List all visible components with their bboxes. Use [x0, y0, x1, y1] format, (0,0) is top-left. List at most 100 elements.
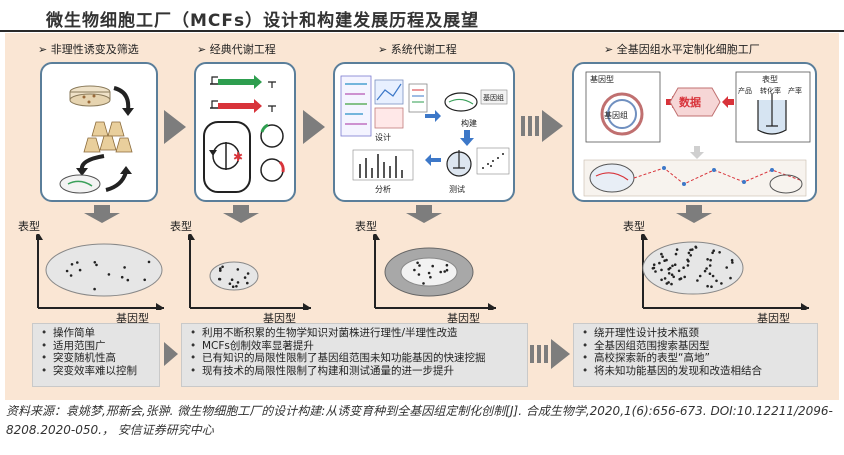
label-genome-map: 基因组 [604, 110, 628, 120]
scatter-dot [427, 271, 431, 275]
scatter-dot [218, 277, 222, 281]
scatter-dot [689, 254, 692, 257]
scatter-dot [682, 266, 685, 269]
label-build: 构建 [461, 118, 477, 128]
scatter-dot [672, 275, 675, 279]
dbtl-cycle-illustration: 设计 基因组 构建 测试 分析 [340, 75, 510, 194]
down-arrow-1 [84, 205, 120, 223]
scatter-dot [725, 266, 728, 269]
scatter-dot [417, 273, 421, 276]
scatter-dot [445, 268, 449, 272]
scatter-dot [422, 282, 425, 285]
scatter-dot [652, 266, 656, 270]
summary1-item: 适用范围广 [41, 340, 153, 353]
scatter-dot [686, 258, 689, 262]
summary2-item: 利用不断积累的生物学知识对菌株进行理性/半理性改造 [190, 327, 521, 340]
scatter-dot [78, 268, 82, 272]
label-analysis: 分析 [375, 184, 391, 194]
scatter-dot [696, 279, 699, 282]
summary2-item: MCFs创制效率显著提升 [190, 340, 521, 353]
scatter-dot [703, 269, 707, 273]
scatter-dot [445, 263, 449, 267]
scatter-dot [720, 282, 723, 285]
scatter-dot [670, 273, 674, 276]
summary-arrow-1 [164, 342, 178, 366]
down-arrow-2 [223, 205, 259, 223]
scatter-dot [715, 279, 718, 283]
scatter-dot [667, 267, 670, 271]
scatter-dot [670, 282, 673, 286]
scatter-dot [660, 252, 663, 256]
summary3-item: 将未知功能基因的发现和改造相结合 [582, 365, 811, 378]
scatter-dot [658, 261, 661, 265]
scatter-dot [107, 273, 111, 276]
scatter-dot [243, 276, 247, 279]
summary3-item: 高校探索新的表型“高地” [582, 352, 811, 365]
scatter-dot [708, 264, 712, 267]
scatter-dot [730, 258, 734, 262]
scatter-dot [729, 276, 732, 280]
plot4-canvas [641, 234, 809, 310]
label-data: 数据 [679, 95, 701, 109]
label-product: 产品 [738, 86, 752, 95]
label-phenotype: 表型 [762, 74, 778, 84]
plot1-xlabel: 基因型 [116, 312, 149, 325]
flow-arrow-1 [164, 110, 186, 144]
summary3-item: 绕开理性设计技术瓶颈 [582, 327, 811, 340]
plot2-canvas [188, 234, 311, 310]
plot1-ylabel: 表型 [18, 220, 40, 233]
label-gene-set: 基因组 [483, 93, 504, 102]
stage-header-systems-metabolic: ➢ 系统代谢工程 [378, 43, 457, 56]
scatter-dot [416, 261, 419, 265]
scatter-dot [93, 287, 96, 291]
label-genotype: 基因型 [590, 74, 614, 84]
scatter-dot [235, 285, 238, 288]
scatter-dot [706, 284, 709, 288]
label-productivity: 产率 [788, 86, 802, 95]
scatter-dot [694, 245, 697, 249]
summary1-item: 突变效率难以控制 [41, 365, 153, 378]
genome-scale-illustration: 基因型 基因组 数据 表型 产品 转化率 产率 [583, 71, 811, 197]
summary2-item: 现有技术的局限性限制了构建和测试通量的进一步提升 [190, 365, 521, 378]
summary1-item: 突变随机性高 [41, 352, 153, 365]
scatter-dot [120, 275, 124, 279]
summary-genome-scale: 绕开理性设计技术瓶颈 全基因组范围搜索基因型 高校探索新的表型“高地” 将未知功… [573, 323, 818, 387]
plot4-xlabel: 基因型 [757, 312, 790, 325]
scatter-dot [709, 258, 712, 262]
flow-arrow-3 [521, 110, 563, 142]
scatter-dot [95, 263, 98, 267]
scatter-dot [660, 268, 663, 272]
scatter-dot [683, 275, 686, 279]
scatter-dot [147, 260, 151, 264]
card-classic-metabolic: ✱ [194, 62, 296, 202]
scatter-dot [69, 274, 73, 277]
summary3-item: 全基因组范围搜索基因型 [582, 340, 811, 353]
scatter-dot [663, 259, 666, 262]
scatter-dot [76, 261, 79, 264]
scatter-dot [660, 278, 663, 282]
scatter-dot [219, 267, 222, 270]
down-arrow-3 [406, 205, 442, 223]
scatter-dot [654, 270, 657, 273]
scatter-dot [231, 285, 235, 288]
scatter-dot [123, 266, 126, 269]
scatter-dot [93, 261, 97, 264]
scatter-dot [236, 268, 240, 271]
scatter-dot [665, 282, 669, 285]
label-conversion: 转化率 [760, 86, 781, 95]
card-genome-scale: 基因型 基因组 数据 表型 产品 转化率 产率 [572, 62, 817, 202]
scatter-dot [686, 264, 690, 267]
scatter-dot [431, 264, 434, 268]
scatter-dot [710, 285, 713, 288]
scatter-dot [70, 263, 74, 266]
scatter-dot [711, 274, 715, 278]
stage-header-random-mutagenesis: ➢ 非理性诱变及筛选 [38, 43, 139, 56]
scatter-dot [413, 268, 416, 272]
gene-circuit-illustration: ✱ [203, 75, 285, 193]
plot3-ylabel: 表型 [355, 220, 377, 233]
summary2-item: 已有知识的局限性限制了基因组范围未知功能基因的快速挖掘 [190, 352, 521, 365]
scatter-dot [718, 251, 721, 254]
scatter-dot [126, 278, 130, 282]
scatter-dot [687, 251, 691, 255]
scatter-dot [228, 282, 232, 285]
